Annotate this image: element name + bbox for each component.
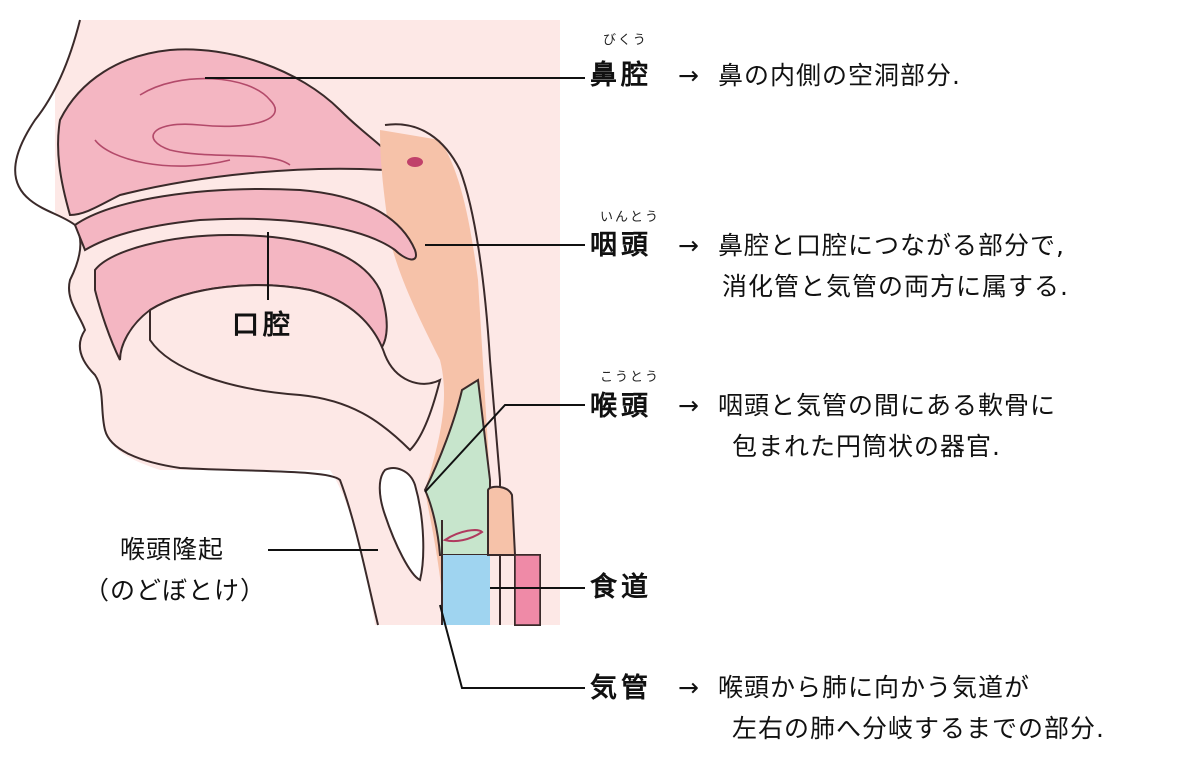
oral-term: 口腔 <box>232 310 294 341</box>
trachea-leader-line <box>439 604 585 689</box>
adams-apple-label-line-2: （のどぼとけ） <box>84 576 267 605</box>
pharynx-desc-line-1: 鼻腔と口腔につながる部分で, <box>718 231 1065 260</box>
face-profile-outline <box>15 20 375 625</box>
trachea-desc-line-2: 左右の肺へ分岐するまでの部分. <box>732 714 1105 743</box>
larynx-ruby: こうとう <box>600 370 661 385</box>
tongue-shape <box>149 284 442 452</box>
nasal-ruby: びくう <box>603 33 648 48</box>
nasal-cavity-shape <box>57 48 386 217</box>
pharynx-desc-line-2: 消化管と気管の両方に属する. <box>722 272 1069 301</box>
pharynx-term: 咽頭 <box>590 230 652 261</box>
pharynx-arrow: → <box>678 231 699 260</box>
nasal-desc-line-1: 鼻の内側の空洞部分. <box>718 61 961 90</box>
vocal-fold-mark <box>442 529 484 543</box>
larynx-term: 喉頭 <box>590 391 652 422</box>
face-edge-line <box>14 19 379 626</box>
larynx-leader-line <box>424 404 585 493</box>
trachea-shape <box>443 555 490 625</box>
trachea-term: 気管 <box>590 673 652 704</box>
nasal-turbinate-line <box>94 77 291 167</box>
larynx-shape <box>423 378 491 556</box>
esophagus-lumen <box>514 554 541 626</box>
pharynx-ruby: いんとう <box>600 210 661 225</box>
thyroid-cartilage-shape <box>378 467 425 582</box>
nasal-arrow: → <box>678 61 699 90</box>
larynx-arrow: → <box>678 391 699 420</box>
tonsil-spot <box>407 157 423 167</box>
pharynx-back-wall <box>384 123 501 625</box>
larynx-desc-line-1: 咽頭と気管の間にある軟骨に <box>718 391 1057 420</box>
trachea-arrow: → <box>678 673 699 702</box>
esophagus-term: 食道 <box>590 572 652 603</box>
adams-apple-label-line-1: 喉頭隆起 <box>120 535 225 564</box>
palate-shape <box>73 188 417 261</box>
trachea-desc-line-1: 喉頭から肺に向かう気道が <box>718 673 1031 702</box>
nasal-term: 鼻腔 <box>590 60 652 91</box>
larynx-desc-line-2: 包まれた円筒状の器官. <box>732 432 1001 461</box>
